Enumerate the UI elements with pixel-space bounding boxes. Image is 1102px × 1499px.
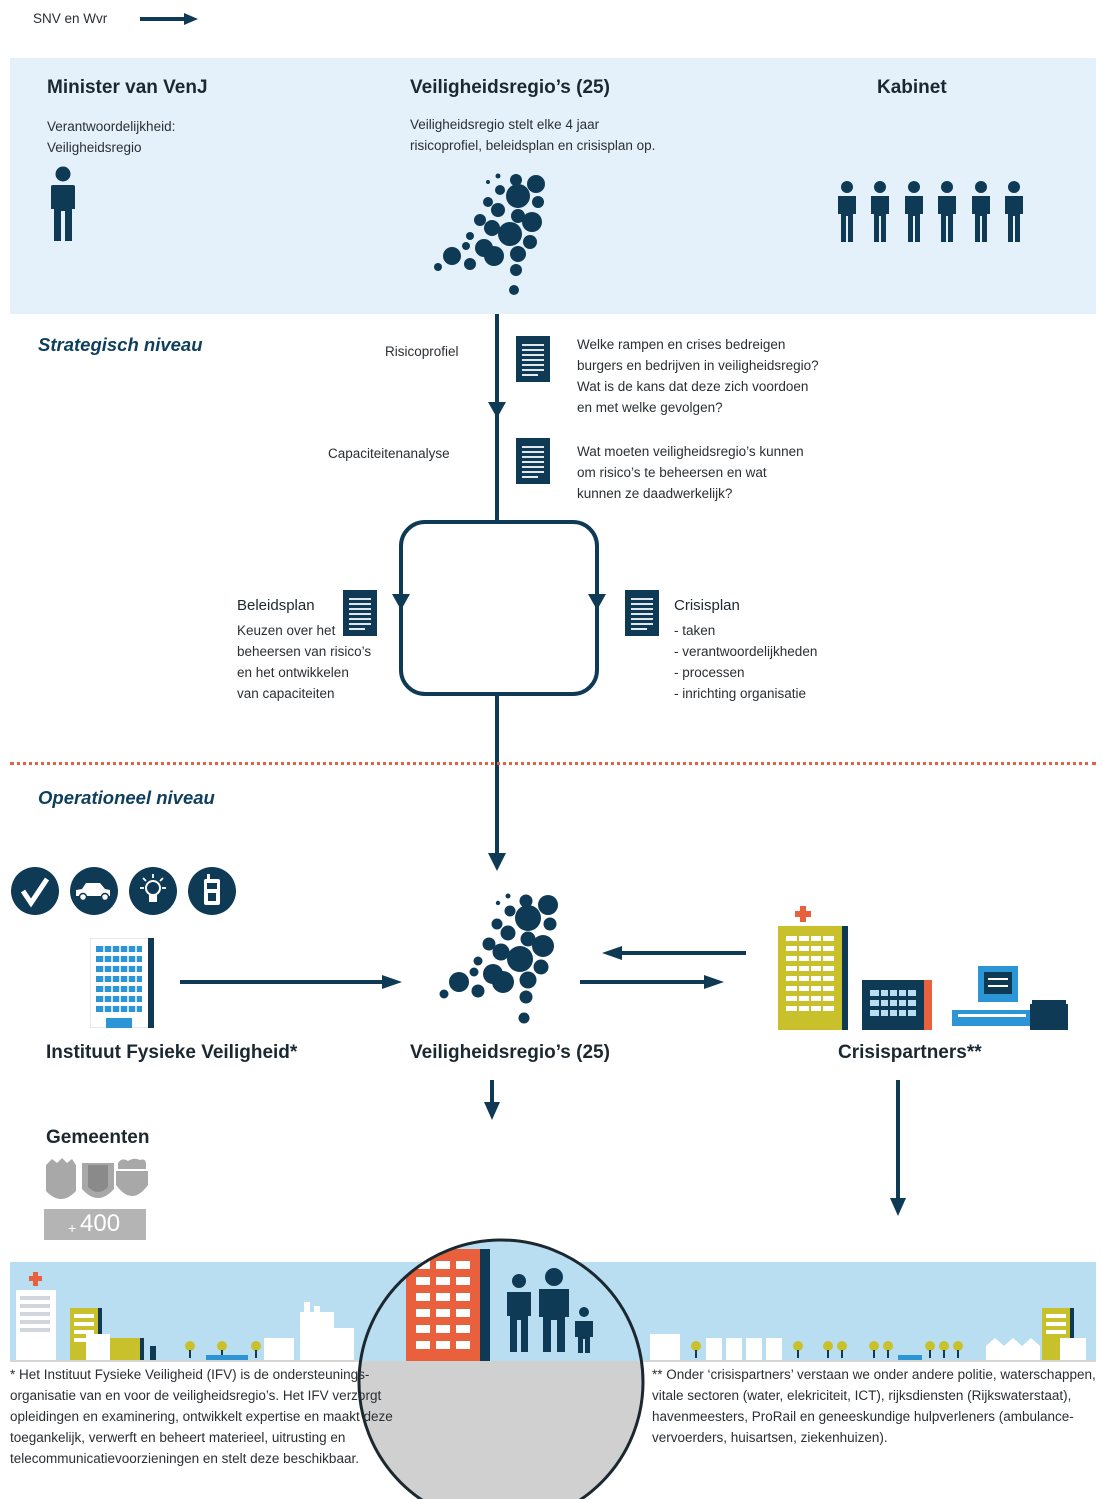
risk-text: Welke rampen en crises bedreigen burgers… [577, 337, 819, 415]
lightbulb-icon [129, 867, 177, 915]
crisis-items: - taken - verantwoordelijkheden - proces… [674, 623, 818, 701]
ifv-building-icon [90, 938, 154, 1028]
ifv-label: Instituut Fysieke Veiligheid* [46, 1042, 298, 1063]
policy-title: Beleidsplan [237, 597, 315, 614]
regions-text: Veiligheidsregio stelt elke 4 jaar risic… [410, 117, 656, 153]
ifv-service-icons [11, 867, 236, 915]
level-divider [10, 762, 1096, 765]
cabinet-people-icon [838, 181, 1023, 242]
office-icon [862, 980, 932, 1030]
partners-label: Crisispartners** [838, 1042, 982, 1063]
hospital-icon [778, 906, 848, 1030]
crisis-partner-buildings [778, 906, 1068, 1030]
capacity-label: Capaciteitenanalyse [328, 446, 450, 461]
risk-label: Risicoprofiel [385, 344, 459, 359]
municipality-shields-icon [46, 1158, 148, 1199]
minister-title: Minister van VenJ [47, 77, 208, 98]
strategic-flow [392, 314, 606, 871]
capacity-text: Wat moeten veiligheidsregio’s kunnen om … [577, 444, 804, 501]
landscape-left [16, 1272, 1086, 1360]
municipalities-label: Gemeenten [46, 1127, 150, 1148]
radio-icon [188, 867, 236, 915]
footnote-left: * Het Instituut Fysieke Veiligheid (IFV)… [10, 1367, 393, 1466]
document-icon [343, 590, 377, 636]
netherlands-dots-icon [439, 893, 558, 1024]
checkmark-icon [11, 867, 59, 915]
operational-arrows [180, 946, 906, 1216]
family-icon [507, 1268, 593, 1353]
crisis-title: Crisisplan [674, 597, 740, 614]
document-icon [625, 590, 659, 636]
control-center-icon [952, 966, 1068, 1030]
municipalities-count: 400 [80, 1210, 121, 1237]
policy-text: Keuzen over het beheersen van risico’s e… [237, 623, 372, 701]
document-icon [516, 336, 550, 382]
document-icon [516, 438, 550, 484]
legend-label: SNV en Wvr [33, 11, 108, 26]
netherlands-dots-icon [434, 173, 545, 295]
regions-label: Veiligheidsregio’s (25) [410, 1042, 610, 1063]
cabinet-title: Kabinet [877, 77, 947, 98]
minister-text: Verantwoordelijkheid: Veiligheidsregio [47, 119, 176, 155]
strategic-heading: Strategisch niveau [38, 334, 203, 355]
person-icon [51, 166, 75, 241]
municipalities-count-box [44, 1209, 146, 1240]
citizens-circle [357, 1238, 645, 1499]
car-icon [70, 867, 118, 915]
count-prefix: + [68, 1220, 77, 1236]
legend-arrow [140, 13, 198, 25]
operational-heading: Operationeel niveau [38, 787, 215, 808]
regions-title: Veiligheidsregio’s (25) [410, 77, 610, 98]
footnote-right: ** Onder ‘crisispartners’ verstaan we on… [652, 1367, 1096, 1445]
